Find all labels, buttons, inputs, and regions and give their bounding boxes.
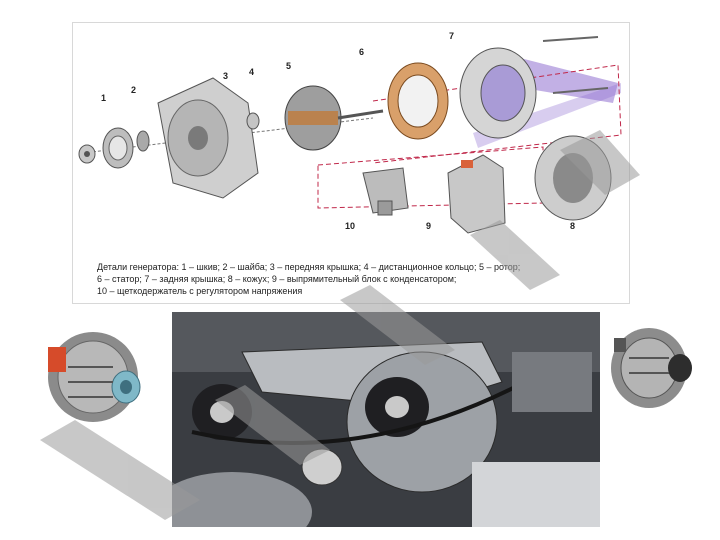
callout-1: 1	[101, 93, 107, 103]
callout-2: 2	[131, 85, 137, 95]
callout-8: 8	[570, 221, 576, 231]
callout-7: 7	[449, 31, 455, 41]
alternator-photo-left	[28, 322, 158, 432]
engine-bay-photo	[172, 312, 600, 527]
callout-10: 10	[345, 221, 356, 231]
exploded-diagram-illustration	[78, 36, 622, 234]
caption-line-1: Детали генератора: 1 – шкив; 2 – шайба; …	[97, 262, 521, 272]
caption-line-3: 10 – щеткодержатель с регулятором напряж…	[97, 286, 303, 296]
callout-6: 6	[359, 47, 365, 57]
callout-4: 4	[249, 67, 255, 77]
caption-line-2: 6 – статор; 7 – задняя крышка; 8 – кожух…	[97, 274, 457, 284]
callout-5: 5	[286, 61, 292, 71]
callout-3: 3	[223, 71, 229, 81]
diagram-caption: Детали генератора: 1 – шкив; 2 – шайба; …	[97, 261, 617, 297]
alternator-photo-right	[604, 318, 700, 414]
exploded-diagram-panel: 1 2 3 4 5 6 7 8 9 10 Детали генератора: …	[72, 22, 630, 304]
callout-9: 9	[426, 221, 432, 231]
